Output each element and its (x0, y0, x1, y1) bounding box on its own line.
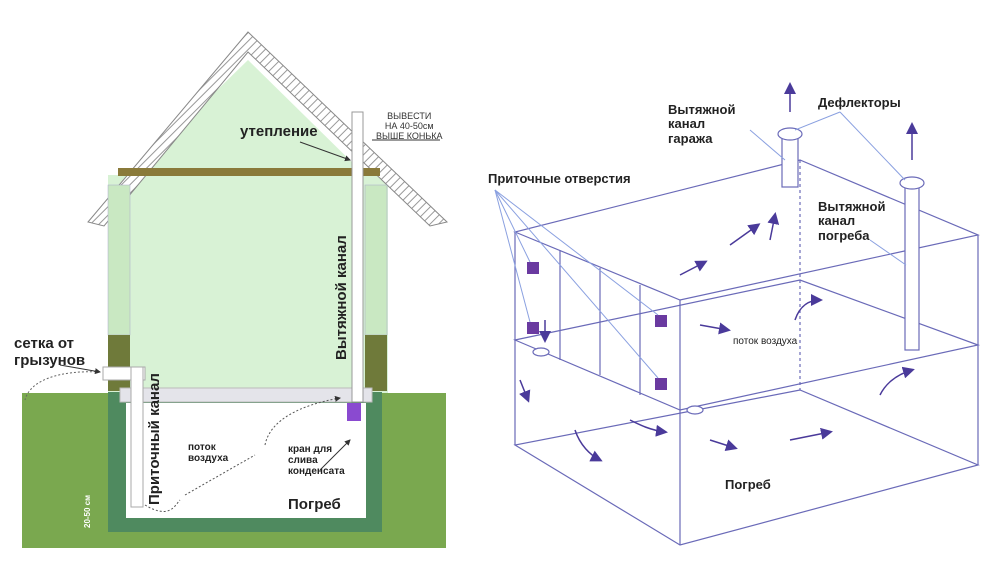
chimney-note-line: ВЫШЕ КОНЬКА (376, 130, 443, 141)
attic (130, 60, 365, 175)
callout-lines (494, 111, 907, 379)
garage-exhaust-label: Вытяжной канал гаража (668, 102, 736, 146)
cellar-label-left: Погреб (288, 496, 341, 513)
height-note: 20-50 см (83, 494, 92, 528)
air-flow-line: воздуха (188, 453, 229, 464)
rodent-mesh-line: грызунов (14, 351, 86, 369)
rodent-mesh-line: сетка от (14, 335, 74, 352)
right-wall (364, 184, 388, 336)
house-interior (108, 175, 388, 393)
supply-pipe-vertical (130, 366, 144, 508)
cellar-label-right: Погреб (725, 477, 771, 492)
vent-openings (527, 262, 667, 390)
garage-exhaust-line: гаража (668, 130, 713, 146)
deflectors-label: Дефлекторы (818, 95, 901, 110)
drain-valve-line: кран для (288, 444, 333, 455)
ceiling-insulation (118, 168, 380, 176)
rodent-mesh-label: сетка от грызунов (14, 335, 86, 369)
garage-exhaust-line: канал (668, 116, 706, 132)
drain-valve-line: слива (288, 455, 318, 466)
valve (347, 403, 361, 421)
cellar-exhaust-line: погреба (818, 227, 870, 243)
chimney-note: ВЫВЕСТИ НА 40-50см ВЫШЕ КОНЬКА (376, 111, 443, 142)
cellar-space (126, 403, 366, 518)
left-foundation (108, 335, 130, 391)
insulation-label: утепление (240, 123, 318, 140)
right-foundation (365, 335, 387, 391)
air-flow-label: поток воздуха (188, 442, 228, 464)
left-wall (107, 184, 131, 336)
cellar-exhaust-label: Вытяжной канал погреба (818, 199, 886, 243)
exhaust-channel-label: Вытяжной канал (333, 235, 350, 360)
exhaust-pipe (351, 111, 364, 403)
floor-slab (119, 387, 373, 403)
garage-exhaust-line: Вытяжной (668, 102, 736, 117)
roof (87, 31, 449, 227)
air-flow-line: поток (188, 442, 216, 453)
cellar-exhaust-line: канал (818, 213, 856, 229)
drain-valve-line: конденсата (288, 466, 345, 477)
drain-valve-label: кран для слива конденсата (288, 444, 345, 477)
house-section (22, 31, 449, 548)
cellar-exhaust-line: Вытяжной (818, 199, 886, 214)
chimney-note-line: ВЫВЕСТИ (387, 111, 432, 121)
chimney-note-line: НА 40-50см (384, 120, 434, 131)
flow-arrows (519, 82, 918, 462)
supply-openings-label: Приточные отверстия (488, 171, 631, 186)
supply-channel-label: Приточный канал (146, 373, 163, 505)
garage-box (513, 127, 981, 546)
air-flow-label-right: поток воздуха (733, 336, 798, 347)
